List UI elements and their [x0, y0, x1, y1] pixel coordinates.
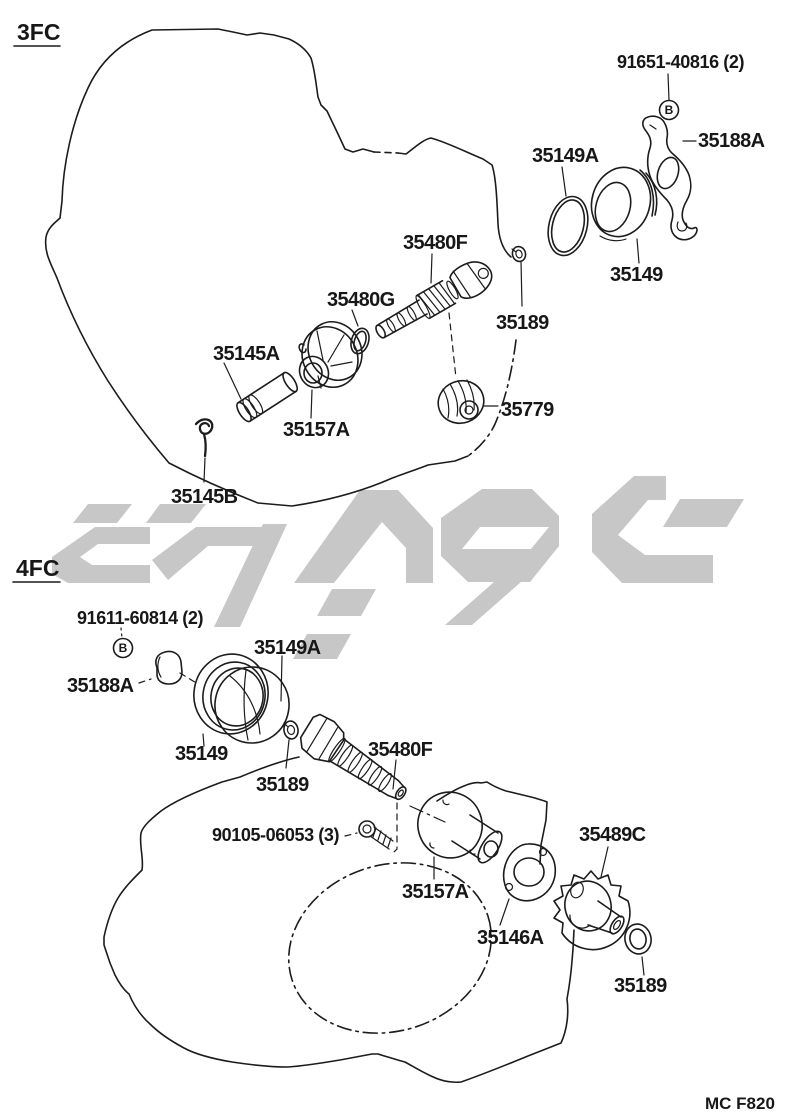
- oring-35189-drawing-4fc: [624, 923, 652, 955]
- part-label-35149-4fc: 35149: [175, 743, 228, 765]
- part-label-35480f-3fc: 35480F: [403, 232, 468, 254]
- circled-b-letter-4fc: B: [119, 641, 128, 655]
- part-label-91651-40816-3fc: 91651-40816 (2): [617, 52, 745, 72]
- watermark-logo: [52, 476, 744, 659]
- gear-35489c-drawing-4fc: [553, 870, 631, 951]
- circled-b-marker-4fc: B: [112, 627, 134, 659]
- part-label-35189-3fc: 35189: [496, 312, 549, 334]
- cylinder-35145a-drawing-3fc: [236, 371, 299, 423]
- part-label-35149-3fc: 35149: [610, 264, 663, 286]
- part-label-35146a-4fc: 35146A: [477, 927, 544, 949]
- transmission-housing-outline-4fc: [103, 756, 575, 1084]
- part-label-35480f-4fc: 35480F: [368, 739, 433, 761]
- part-label-35149a-3fc: 35149A: [532, 145, 599, 167]
- part-label-35188a-3fc: 35188A: [698, 130, 765, 152]
- gasket-35146a-drawing-4fc: [502, 843, 557, 902]
- section-4fc: 4FC B: [12, 555, 668, 1084]
- part-label-35157a-4fc: 35157A: [402, 881, 469, 903]
- bolt-90105-06053-drawing-4fc: [358, 820, 394, 850]
- sleeve-35149-drawing-4fc: [193, 653, 290, 744]
- part-label-35189-bottom-4fc: 35189: [614, 975, 667, 997]
- clip-35188a-drawing-4fc: [155, 650, 183, 685]
- cap-35157a-drawing-3fc: [298, 321, 363, 389]
- part-label-35145b-3fc: 35145B: [171, 486, 238, 508]
- drawing-code: MC F820: [705, 1094, 775, 1113]
- section-title-4fc: 4FC: [16, 555, 59, 581]
- shaft-35480f-drawing-3fc: [375, 261, 493, 339]
- oring-35149a-drawing-3fc: [547, 195, 589, 257]
- section-3fc: 3FC: [13, 19, 765, 508]
- part-label-35480g-3fc: 35480G: [327, 289, 395, 311]
- part-label-91611-60814-4fc: 91611-60814 (2): [77, 608, 204, 628]
- part-label-35779-3fc: 35779: [501, 399, 554, 421]
- shaft-35480f-drawing-4fc: [299, 713, 407, 801]
- part-label-90105-06053-4fc: 90105-06053 (3): [212, 825, 340, 845]
- part-label-35188a-4fc: 35188A: [67, 675, 134, 697]
- circled-b-letter-3fc: B: [665, 103, 674, 117]
- leader-lines-3fc: [203, 140, 697, 483]
- clip-35189-drawing-3fc: [511, 245, 527, 263]
- part-label-35145a-3fc: 35145A: [213, 343, 280, 365]
- transmission-housing-outline-3fc: [44, 28, 517, 507]
- circled-b-marker-3fc: B: [658, 73, 680, 121]
- sleeve-35149-drawing-3fc: [590, 166, 658, 242]
- leader-lines-4fc: [138, 655, 645, 976]
- part-label-35489c-4fc: 35489C: [579, 824, 646, 846]
- part-label-35189-left-4fc: 35189: [256, 774, 309, 796]
- bracket-35188a-drawing-3fc: [642, 115, 698, 241]
- housing-35157a-drawing-4fc: [417, 791, 503, 864]
- part-label-35149a-4fc: 35149A: [254, 637, 321, 659]
- part-label-35157a-3fc: 35157A: [283, 419, 350, 441]
- clip-35189-drawing-4fc: [283, 720, 299, 740]
- spring-35145b-drawing-3fc: [194, 418, 214, 458]
- section-title-3fc: 3FC: [17, 19, 60, 45]
- gear-35779-drawing-3fc: [437, 379, 485, 425]
